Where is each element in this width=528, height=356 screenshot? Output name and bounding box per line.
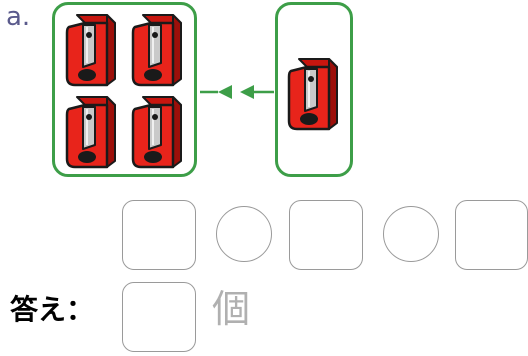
answer-box[interactable]	[122, 282, 196, 352]
problem-label: a.	[6, 2, 31, 32]
arrow-left-icon	[240, 85, 274, 99]
pencil-sharpener-icon	[285, 57, 345, 131]
operator-circle-1[interactable]	[216, 206, 272, 262]
pencil-sharpener-icon	[129, 13, 189, 87]
pencil-sharpener-icon	[63, 13, 123, 87]
unit-label: 個	[212, 287, 251, 331]
arrow-left-icon	[200, 85, 232, 99]
group-right	[275, 2, 353, 177]
pencil-sharpener-icon	[129, 95, 189, 169]
answer-label: 答え：	[10, 293, 95, 326]
equation-box-1[interactable]	[122, 200, 196, 270]
pencil-sharpener-icon	[63, 95, 123, 169]
arrows	[200, 85, 274, 99]
operator-circle-2[interactable]	[383, 206, 439, 262]
group-left	[52, 2, 197, 177]
equation-box-3[interactable]	[455, 200, 528, 270]
equation-box-2[interactable]	[289, 200, 363, 270]
